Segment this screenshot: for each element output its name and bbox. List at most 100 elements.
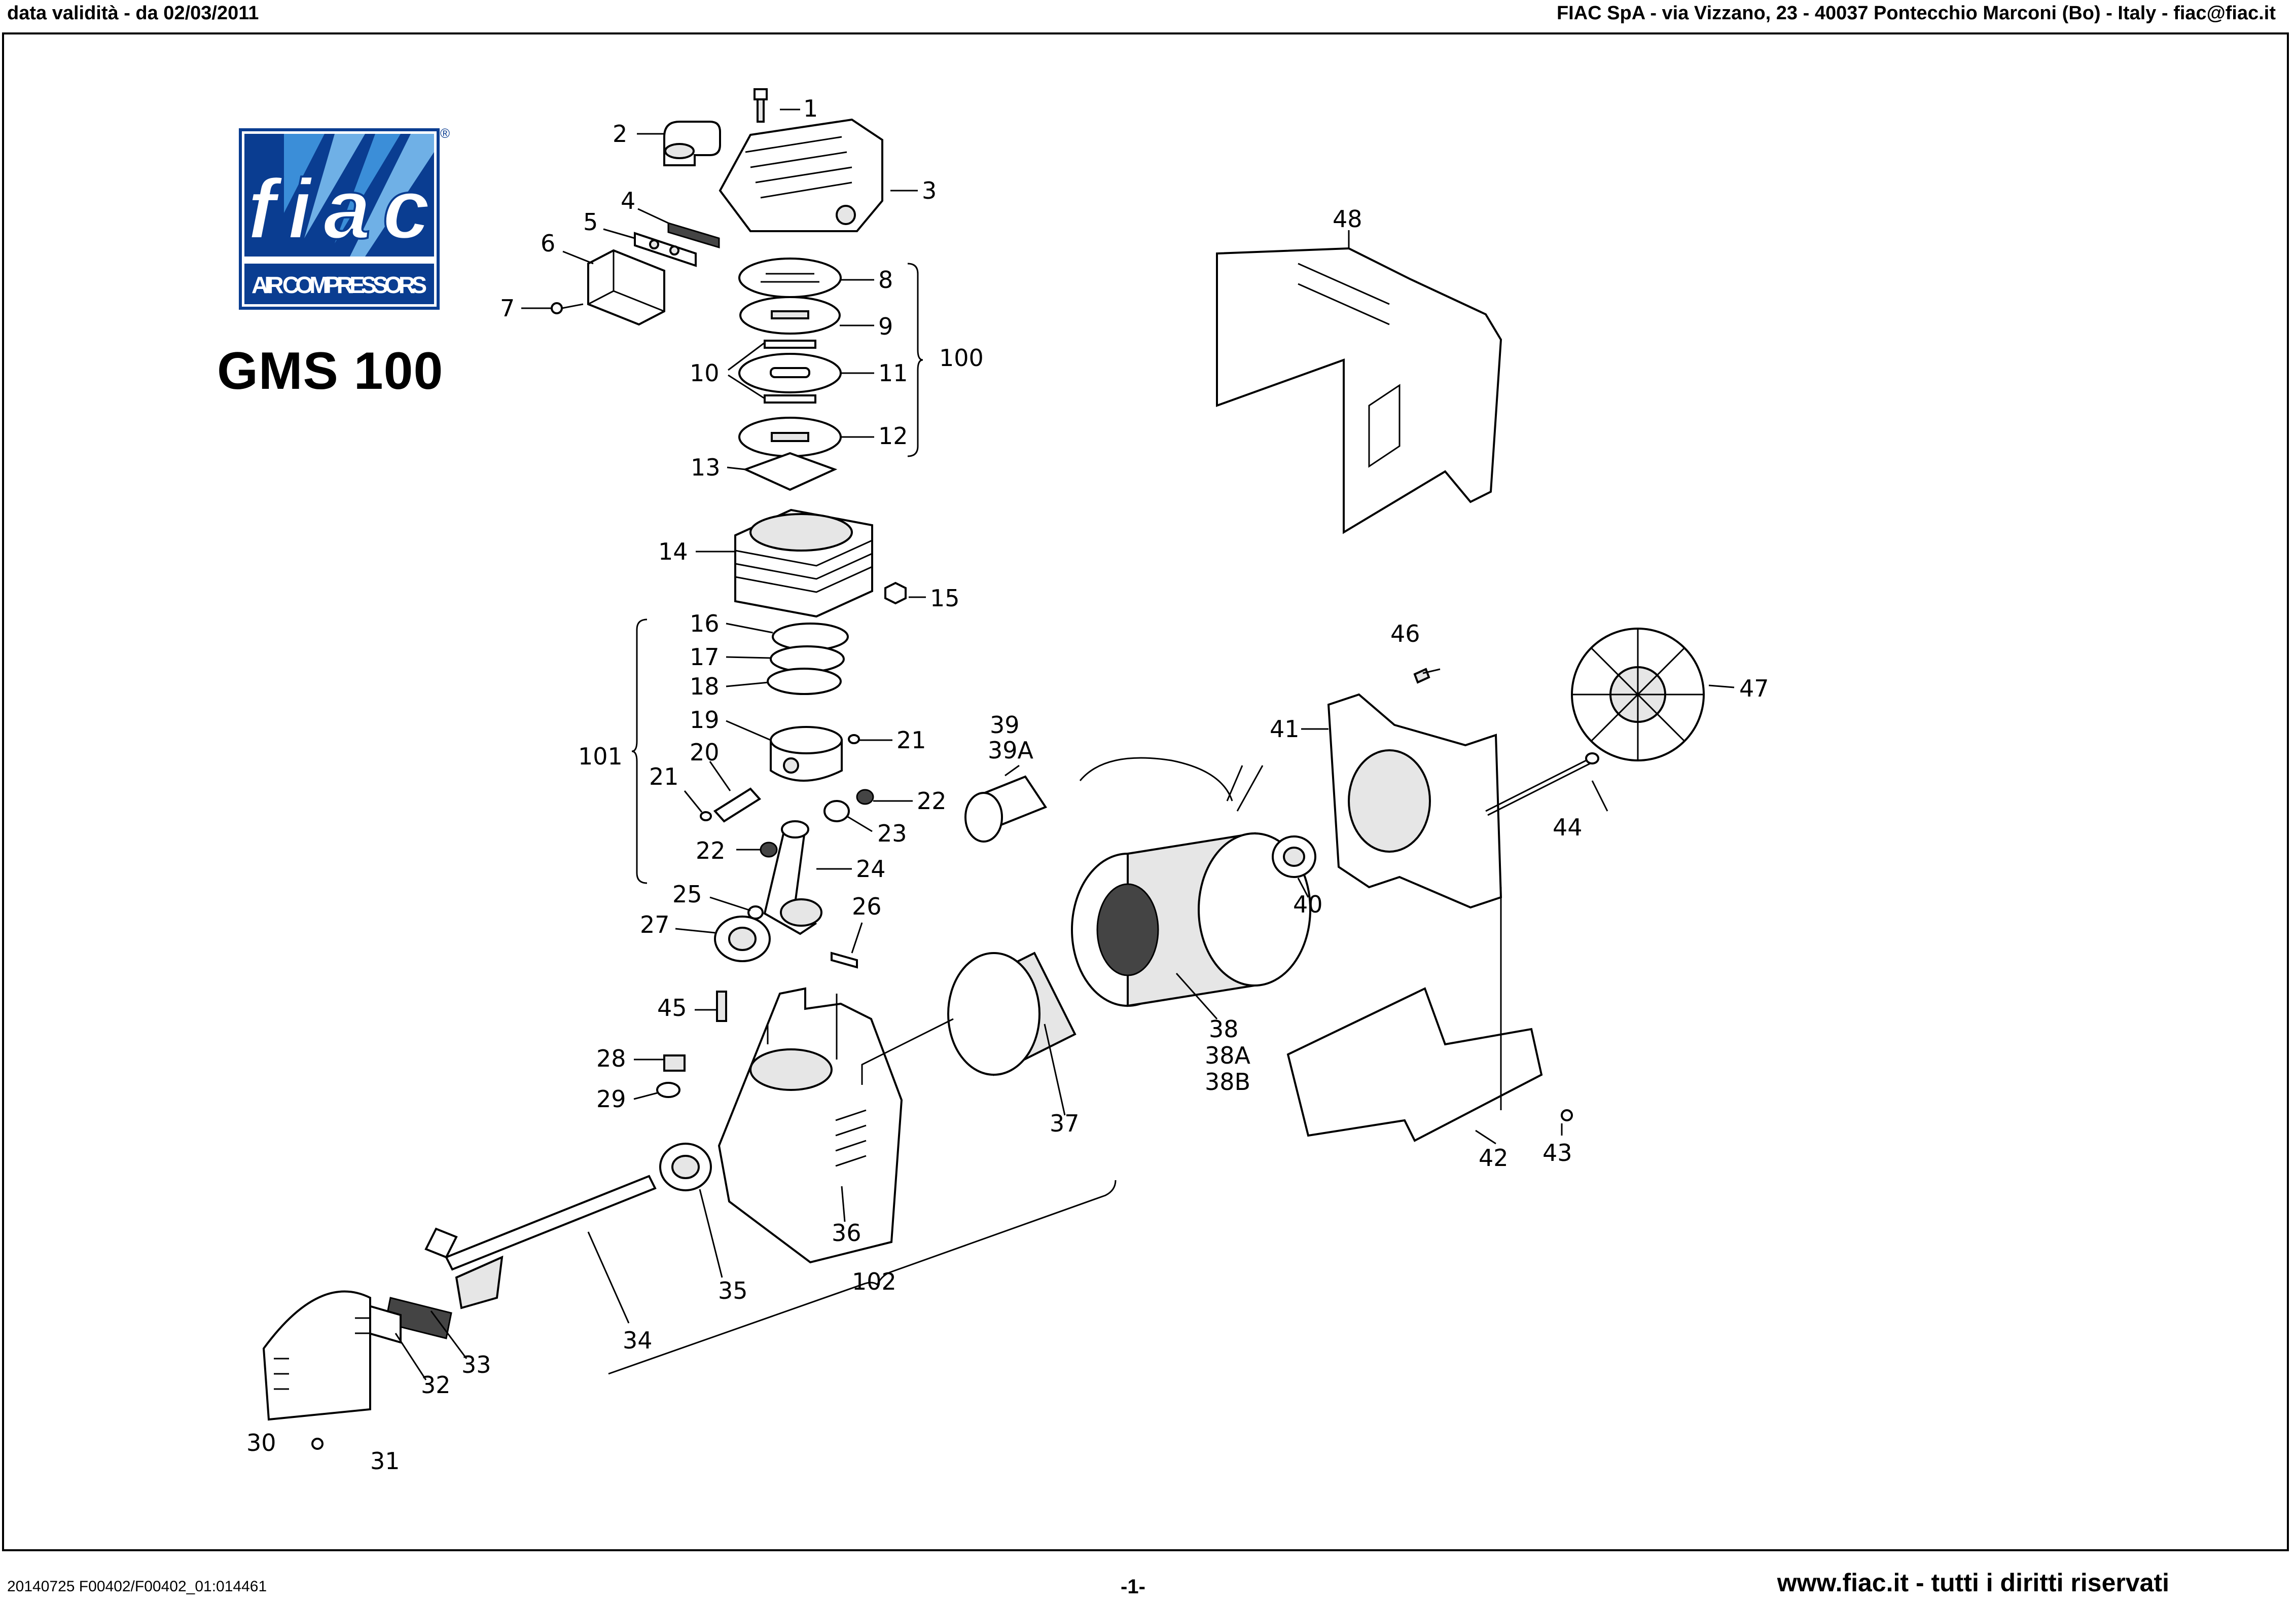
callout-11: 11 <box>878 359 908 387</box>
callout-34: 34 <box>623 1327 653 1354</box>
circlip-21-left <box>700 811 712 821</box>
callout-3: 3 <box>922 177 937 204</box>
screw-30 <box>311 1438 324 1450</box>
callout-100: 100 <box>939 344 984 372</box>
drawing-frame <box>2 32 2289 1551</box>
callout-14: 14 <box>658 538 688 565</box>
bush-22-top <box>856 789 874 805</box>
callout-9: 9 <box>878 313 893 340</box>
model-title: GMS 100 <box>217 342 444 400</box>
document-code: 20140725 F00402/F00402_01:014461 <box>7 1578 267 1595</box>
callout-30: 30 <box>246 1429 276 1456</box>
callout-33: 33 <box>461 1351 491 1378</box>
callout-36: 36 <box>832 1219 862 1247</box>
screw-46 <box>1413 668 1430 684</box>
rights-notice: www.fiac.it - tutti i diritti riservati <box>1777 1568 2169 1597</box>
callout-48: 48 <box>1333 205 1362 233</box>
callout-39: 39 <box>990 711 1020 739</box>
silencer-6 <box>587 249 665 326</box>
tie-rod-44 <box>1485 752 1599 816</box>
callout-101: 101 <box>578 743 623 770</box>
callout-1: 1 <box>803 95 818 122</box>
registered-mark: ® <box>440 126 450 141</box>
callout-27: 27 <box>640 911 670 938</box>
bearing-35 <box>659 1143 712 1191</box>
leader-lines <box>394 108 1735 1380</box>
valve-plate-4 <box>667 222 720 249</box>
callout-26: 26 <box>852 893 882 920</box>
base-plate-42 <box>1286 987 1543 1142</box>
bearing-40 <box>1272 835 1316 878</box>
cylinder-head-3 <box>719 118 883 232</box>
callout-44: 44 <box>1553 814 1583 841</box>
bush-22-bottom <box>760 842 778 858</box>
brace-100 <box>907 263 923 457</box>
callout-25: 25 <box>672 881 702 908</box>
callout-42: 42 <box>1479 1144 1509 1172</box>
rotor-37 <box>947 952 1077 1076</box>
callout-8: 8 <box>878 266 893 294</box>
callout-6: 6 <box>541 230 555 257</box>
page-number: -1- <box>1121 1576 1145 1598</box>
callout-13: 13 <box>691 454 721 481</box>
stud-45 <box>716 991 727 1022</box>
callout-29: 29 <box>596 1085 626 1113</box>
plug-28 <box>663 1054 686 1072</box>
cover-31 <box>262 1290 371 1421</box>
o-ring-29 <box>656 1082 680 1098</box>
callout-39a: 39A <box>988 737 1034 764</box>
crankshaft-34 <box>424 1175 657 1309</box>
callout-4: 4 <box>621 187 635 214</box>
callout-24: 24 <box>856 855 886 883</box>
callout-22-right: 22 <box>917 787 947 815</box>
connecting-rod-24 <box>763 820 822 935</box>
callout-21-left: 21 <box>649 763 679 790</box>
callout-102: 102 <box>852 1268 896 1295</box>
logo-brand: fiac <box>247 161 430 257</box>
callout-19: 19 <box>690 706 720 734</box>
callout-5: 5 <box>583 208 598 236</box>
brace-101 <box>631 618 648 884</box>
brace-102 <box>608 1180 1117 1375</box>
callout-32: 32 <box>421 1371 451 1399</box>
bearing-23 <box>823 800 850 822</box>
callout-35: 35 <box>718 1277 748 1304</box>
callout-23: 23 <box>877 820 907 847</box>
fan-cover-48 <box>1216 247 1502 534</box>
fan-47 <box>1571 628 1705 761</box>
piston-19 <box>770 726 843 782</box>
screw-26 <box>831 952 858 969</box>
crankcase-36 <box>718 987 903 1264</box>
callout-12: 12 <box>878 422 908 450</box>
circlip-21-right <box>848 734 860 744</box>
callout-22-left: 22 <box>696 837 726 864</box>
company-address: FIAC SpA - via Vizzano, 23 - 40037 Ponte… <box>1556 3 2276 24</box>
screw-43 <box>1561 1109 1573 1121</box>
callout-20: 20 <box>690 739 720 766</box>
fiac-logo: fiac AIR COMPRESSORS ® <box>239 126 450 310</box>
cylinder-14 <box>734 508 873 618</box>
callout-18: 18 <box>690 673 720 700</box>
callout-47: 47 <box>1739 675 1769 702</box>
callout-45: 45 <box>657 994 687 1021</box>
piston-pin-20 <box>713 787 762 823</box>
callout-7: 7 <box>500 295 515 322</box>
piston-ring-18 <box>767 668 842 695</box>
nut-15 <box>884 581 907 605</box>
logo-tagline: AIR COMPRESSORS <box>252 272 427 298</box>
callout-46: 46 <box>1390 620 1420 647</box>
callout-28: 28 <box>596 1045 626 1072</box>
callout-21-right: 21 <box>896 726 926 754</box>
reed-valve-5 <box>634 232 697 267</box>
end-shield-41 <box>1327 693 1502 909</box>
callout-10: 10 <box>690 359 720 387</box>
callout-41: 41 <box>1270 715 1300 743</box>
callout-16: 16 <box>690 610 720 637</box>
callout-38b: 38B <box>1205 1068 1250 1096</box>
callout-38a: 38A <box>1205 1042 1251 1069</box>
elbow-fitting-2 <box>663 121 721 166</box>
gasket-stack <box>738 258 842 491</box>
callouts: 1 2 3 4 5 6 7 8 9 10 11 12 13 14 15 16 1… <box>246 95 1769 1475</box>
callout-2: 2 <box>613 120 627 148</box>
bolt-1 <box>754 88 768 123</box>
